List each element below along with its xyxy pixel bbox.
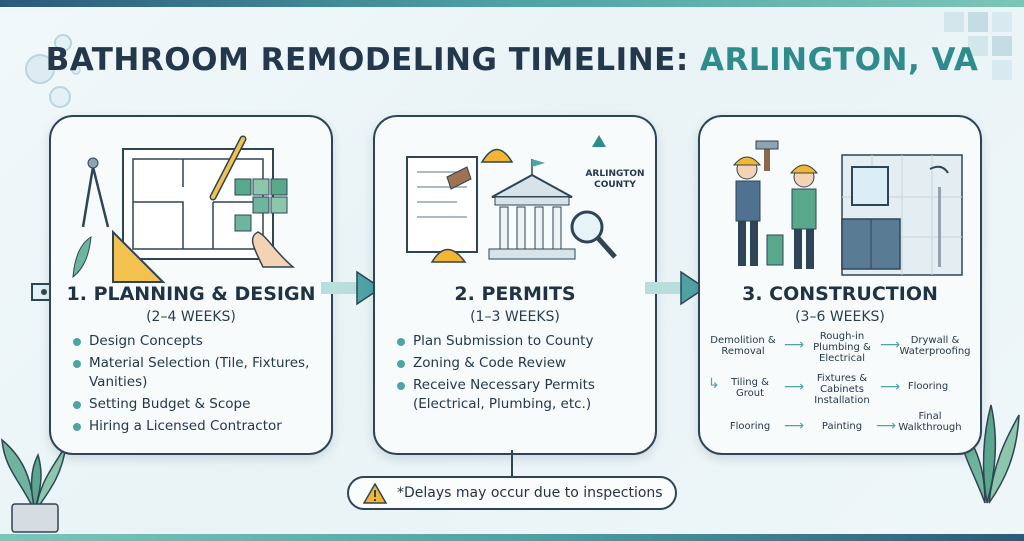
- delay-note: *Delays may occur due to inspections: [347, 476, 677, 510]
- title-main: BATHROOM REMODELING TIMELINE:: [45, 42, 689, 78]
- delay-note-text: *Delays may occur due to inspections: [397, 485, 663, 501]
- list-item: Plan Submission to County: [397, 332, 647, 351]
- list-item: Design Concepts: [73, 332, 323, 351]
- flow-step: Demolition & Removal: [710, 335, 776, 357]
- phase-duration: (3–6 WEEKS): [795, 309, 885, 325]
- page-title: BATHROOM REMODELING TIMELINE: ARLINGTON,…: [0, 42, 1024, 78]
- arlington-county-logo: ARLINGTON COUNTY: [585, 169, 645, 190]
- list-item: Receive Necessary Permits (Electrical, P…: [397, 376, 647, 414]
- phase-title: 1. PLANNING & DESIGN: [66, 283, 316, 305]
- flow-arrow: ⟶: [784, 337, 805, 353]
- phase-card-planning: 1. PLANNING & DESIGN (2–4 WEEKS) Design …: [49, 115, 333, 455]
- flow-step: Drywall & Waterproofing: [899, 335, 971, 357]
- phase-items: Design Concepts Material Selection (Tile…: [73, 332, 323, 439]
- blueprint-illustration: [72, 135, 296, 283]
- flow-arrow-2: [645, 270, 707, 306]
- phase-card-permits: ARLINGTON COUNTY 2. PERMITS (1–3 WEEKS) …: [373, 115, 657, 455]
- title-location: ARLINGTON, VA: [700, 42, 979, 78]
- flow-step: Flooring: [729, 421, 771, 432]
- construction-steps-flow: Demolition & Removal ⟶ Rough-in Plumbing…: [708, 331, 972, 451]
- flow-arrow-1: [321, 270, 383, 306]
- construction-workers-illustration: [732, 140, 963, 276]
- tile-grid-decoration: [944, 12, 1012, 80]
- phase-duration: (2–4 WEEKS): [146, 309, 236, 325]
- list-item: Material Selection (Tile, Fixtures, Vani…: [73, 354, 323, 392]
- flow-step: Rough-in Plumbing & Electrical: [813, 331, 871, 364]
- plant-right-decoration: [958, 404, 1020, 504]
- flow-arrow: ⟶: [876, 418, 897, 434]
- phase-title: 2. PERMITS: [454, 283, 576, 305]
- warning-icon: [363, 482, 387, 504]
- flow-arrow: ⟶: [880, 337, 901, 353]
- flow-arrow: ⟶: [784, 418, 805, 434]
- phase-title: 3. CONSTRUCTION: [742, 283, 938, 305]
- top-accent-bar: [0, 0, 1024, 7]
- flow-arrow: ↳: [708, 376, 720, 392]
- county-building-illustration: [406, 135, 617, 263]
- note-connector: [511, 450, 513, 476]
- list-item: Zoning & Code Review: [397, 354, 647, 373]
- phase-items: Plan Submission to County Zoning & Code …: [397, 332, 647, 417]
- phase-card-construction: 3. CONSTRUCTION (3–6 WEEKS) Demolition &…: [698, 115, 982, 455]
- flow-step: Tiling & Grout: [731, 377, 769, 399]
- flow-step: Final Walkthrough: [898, 411, 962, 433]
- bubbles-decoration: [25, 34, 81, 108]
- bottom-accent-bar: [0, 534, 1024, 541]
- phase-duration: (1–3 WEEKS): [470, 309, 560, 325]
- flow-step: Fixtures & Cabinets Installation: [814, 373, 870, 406]
- flow-step: Flooring: [907, 381, 949, 392]
- list-item: Hiring a Licensed Contractor: [73, 417, 323, 436]
- plant-left-decoration: [1, 438, 67, 533]
- flow-arrow: ⟶: [784, 379, 805, 395]
- list-item: Setting Budget & Scope: [73, 395, 323, 414]
- flow-arrow: ⟶: [880, 379, 901, 395]
- flow-step: Painting: [821, 421, 863, 432]
